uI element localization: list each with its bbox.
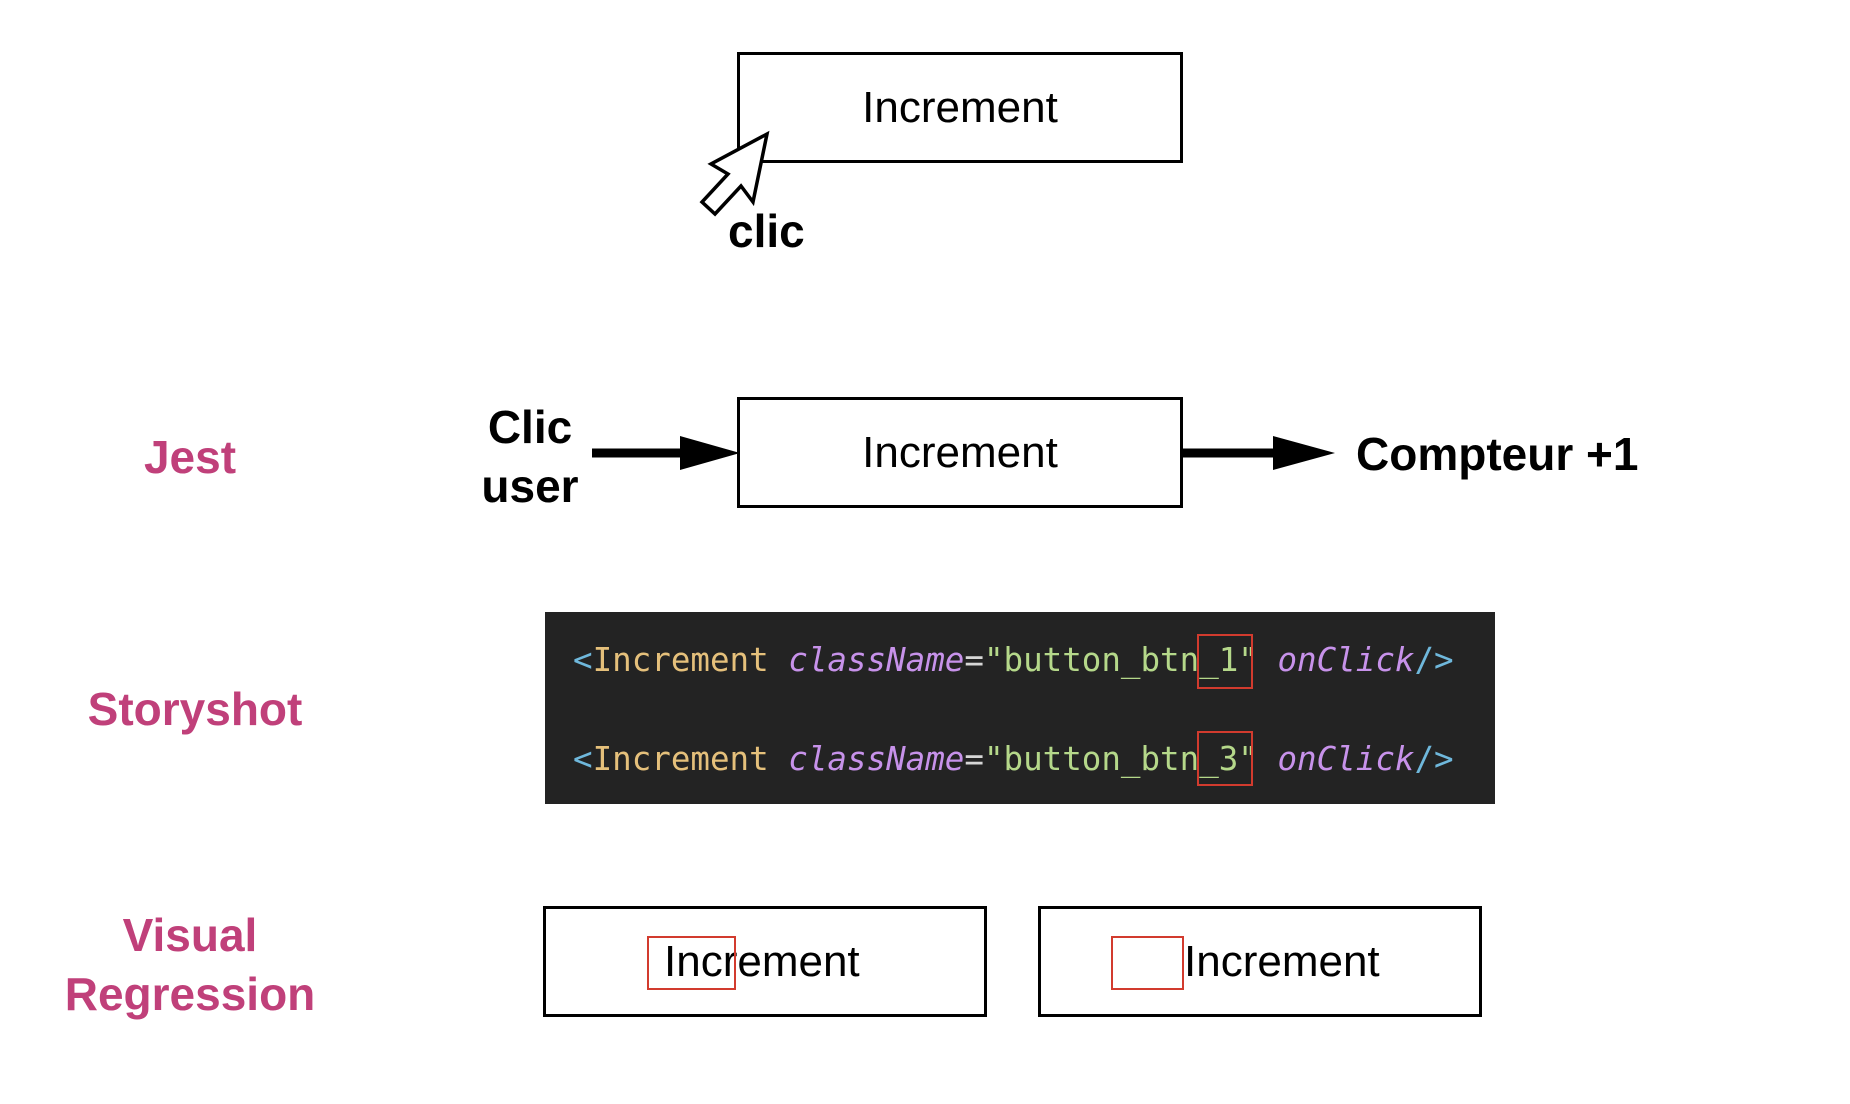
code-attr-classname: className xyxy=(788,740,965,778)
code-string-diff: n_1 xyxy=(1179,641,1239,679)
code-equals: = xyxy=(964,740,984,778)
jest-input-line2: user xyxy=(481,460,579,512)
code-diff-highlight-2 xyxy=(1197,731,1253,786)
top-increment-button[interactable]: Increment xyxy=(737,52,1183,163)
vr-right-increment-button[interactable]: Increment xyxy=(1038,906,1482,1017)
storyshot-section-label: Storyshot xyxy=(87,683,303,735)
vr-left-increment-label: Increment xyxy=(664,936,860,986)
vr-left-diff-highlight xyxy=(647,936,736,990)
jest-input-label: Clic user xyxy=(470,398,590,516)
vr-left-increment-button[interactable]: Increment xyxy=(543,906,987,1017)
code-open-bracket: < xyxy=(573,740,593,778)
visual-regression-line1: Visual xyxy=(122,909,258,961)
code-string-diff: n_3 xyxy=(1179,740,1239,778)
vr-right-diff-highlight xyxy=(1111,936,1184,990)
jest-output-arrow xyxy=(1183,436,1335,470)
code-line-2: <Increment className="button_btn_3" onCl… xyxy=(573,739,1454,779)
code-string-suffix: " xyxy=(1238,740,1258,778)
visual-regression-line2: Regression xyxy=(64,968,316,1020)
code-equals: = xyxy=(964,641,984,679)
code-string-prefix: "button_bt xyxy=(983,641,1180,679)
code-close-bracket: /> xyxy=(1414,641,1454,679)
top-increment-label: Increment xyxy=(862,82,1058,132)
code-line-1: <Increment className="button_btn_1" onCl… xyxy=(573,640,1454,680)
code-snippet-panel: <Increment className="button_btn_1" onCl… xyxy=(545,612,1495,804)
code-tag-name: Increment xyxy=(592,740,769,778)
code-open-bracket: < xyxy=(573,641,593,679)
visual-regression-section-label: Visual Regression xyxy=(45,906,335,1024)
code-string-prefix: "button_bt xyxy=(983,740,1180,778)
code-string-suffix: " xyxy=(1238,641,1258,679)
code-attr-onclick: onClick xyxy=(1277,740,1415,778)
code-attr-classname: className xyxy=(788,641,965,679)
jest-section-label: Jest xyxy=(143,431,237,483)
jest-increment-label: Increment xyxy=(862,427,1058,477)
jest-input-line1: Clic xyxy=(487,401,573,453)
code-tag-name: Increment xyxy=(592,641,769,679)
code-close-bracket: /> xyxy=(1414,740,1454,778)
vr-right-increment-label: Increment xyxy=(1184,936,1380,986)
cursor-arrow-icon xyxy=(699,130,770,217)
jest-output-label: Compteur +1 xyxy=(1356,428,1639,480)
jest-increment-button[interactable]: Increment xyxy=(737,397,1183,508)
code-attr-onclick: onClick xyxy=(1277,641,1415,679)
code-diff-highlight-1 xyxy=(1197,634,1253,689)
jest-input-arrow xyxy=(592,436,740,470)
click-label: clic xyxy=(728,205,805,257)
